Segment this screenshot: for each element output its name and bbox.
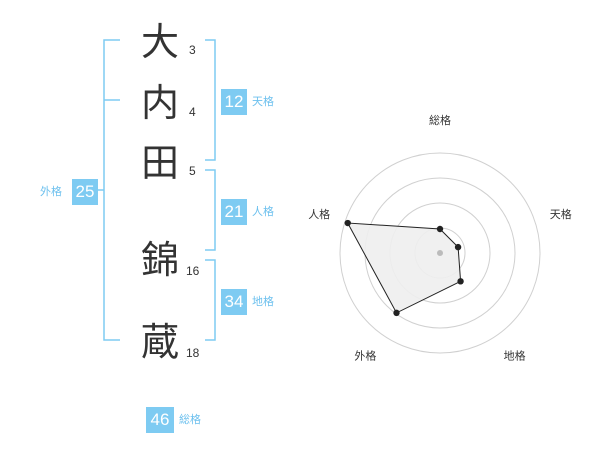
soukaku-label: 総格: [179, 413, 201, 426]
stroke-count-5: 18: [186, 346, 200, 360]
radar-axis-label-1: 総格: [429, 113, 451, 127]
radar-center-dot: [437, 250, 443, 256]
stroke-count-1: 3: [189, 43, 196, 57]
name-char-5: 蔵: [140, 320, 179, 364]
tenkaku-label: 天格: [252, 95, 274, 108]
jinkaku-value: 21: [221, 199, 247, 225]
name-char-1: 大: [140, 20, 179, 64]
chikaku-value: 34: [221, 289, 247, 315]
radar-polygon: [346, 222, 462, 314]
name-char-4: 錦: [140, 238, 179, 282]
stroke-count-4: 16: [186, 264, 200, 278]
stroke-count-3: 5: [189, 164, 196, 178]
radar-axis-label-2: 天格: [550, 207, 572, 221]
radar-grid-ring: [339, 152, 541, 354]
gaikaku-value: 25: [72, 179, 98, 205]
chikaku-bracket: [205, 259, 216, 341]
radar-axis-label-4: 外格: [354, 349, 376, 363]
jinkaku-bracket: [205, 169, 216, 251]
radar-point-2: [454, 243, 462, 251]
gaikaku-label: 外格: [40, 185, 62, 198]
radar-point-3: [457, 278, 464, 285]
radar-axis-label-5: 人格: [308, 207, 330, 221]
name-char-2: 内: [140, 81, 179, 125]
radar-point-4: [393, 309, 400, 317]
soukaku-value: 46: [146, 407, 174, 433]
tenkaku-value: 12: [221, 89, 247, 115]
chikaku-label: 地格: [252, 295, 274, 308]
tenkaku-bracket: [205, 39, 216, 161]
radar-point-5: [344, 219, 351, 227]
jinkaku-label: 人格: [252, 205, 274, 218]
name-char-3: 田: [140, 141, 179, 185]
stroke-count-2: 4: [189, 105, 196, 119]
radar-point-1: [436, 225, 444, 233]
radar-axis-label-3: 地格: [504, 349, 526, 363]
